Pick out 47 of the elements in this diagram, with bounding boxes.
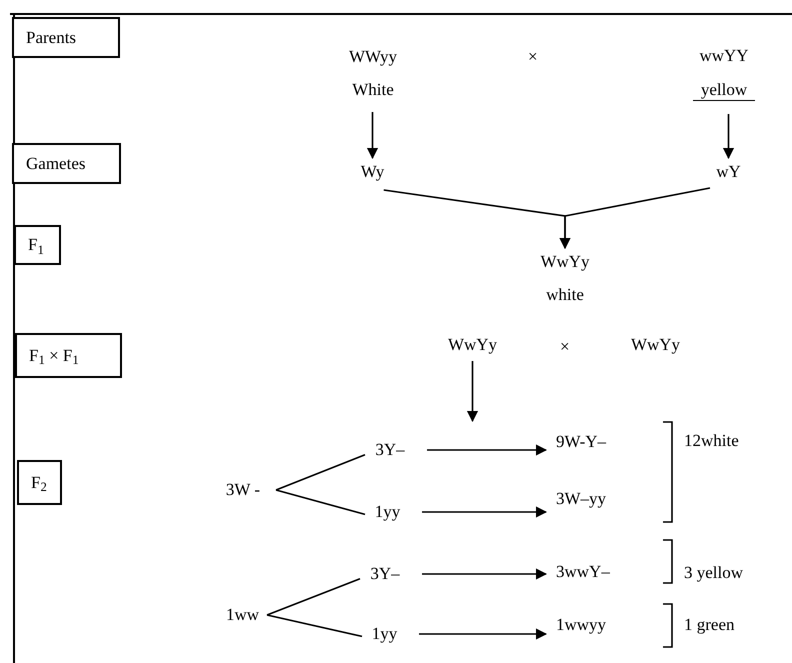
branch-line [276, 454, 366, 491]
stage-label: F$_{1}$ × F$_{1}$ [29, 344, 79, 366]
genotype-text: 3W–yy [556, 488, 606, 510]
genotype-text: WWyy [348, 46, 398, 67]
arrow [722, 114, 734, 160]
genotype-text: 3wwY– [556, 561, 610, 583]
phenotype-text: yellow [692, 78, 756, 101]
branch-line [266, 578, 360, 616]
stage-box [12, 17, 120, 58]
stage-box [17, 460, 62, 505]
stage-label: F$_{2}$ [31, 472, 47, 494]
stage-label: Gametes [26, 152, 86, 174]
arrow [427, 444, 548, 456]
genotype-text: 9W-Y– [556, 431, 606, 453]
genotype-text: 3Y– [370, 563, 400, 585]
genotype-text: 1wwyy [556, 614, 606, 636]
genotype-text: WwYy [448, 334, 498, 356]
phenotype-text: White [352, 79, 394, 100]
genotype-text: 1ww [226, 604, 260, 626]
stage-label: F$_{1}$ [28, 234, 44, 256]
stage-box [12, 143, 121, 184]
genotype-text: 1yy [372, 623, 398, 645]
branch-line [266, 614, 362, 638]
stage-box [14, 225, 61, 265]
genotype-text: 3Y– [375, 439, 405, 461]
arrow [422, 506, 548, 518]
genotype-text: WwYy [630, 334, 680, 356]
phenotype-text: white [546, 284, 584, 306]
genotype-text: wwYY [699, 45, 749, 66]
ratio-label: 3 yellow [684, 562, 744, 584]
genotype-text: WwYy [540, 250, 590, 272]
stage-label: Parents [26, 26, 76, 48]
cross-sign: × [560, 336, 570, 358]
genotype-text: 3W - [226, 479, 260, 501]
stage-box [15, 333, 122, 378]
arrow [419, 628, 548, 640]
ratio-label: 12white [684, 430, 739, 452]
cross-sign: × [528, 46, 538, 68]
arrow [466, 361, 478, 422]
arrow [559, 187, 710, 250]
ratio-label: 1 green [684, 614, 735, 636]
arrow [366, 112, 378, 160]
genotype-text: 1yy [374, 501, 400, 523]
genotype-text: wY [716, 161, 741, 183]
branch-line [276, 489, 366, 516]
arrow [422, 568, 548, 580]
genotype-text: Wy [360, 161, 384, 183]
